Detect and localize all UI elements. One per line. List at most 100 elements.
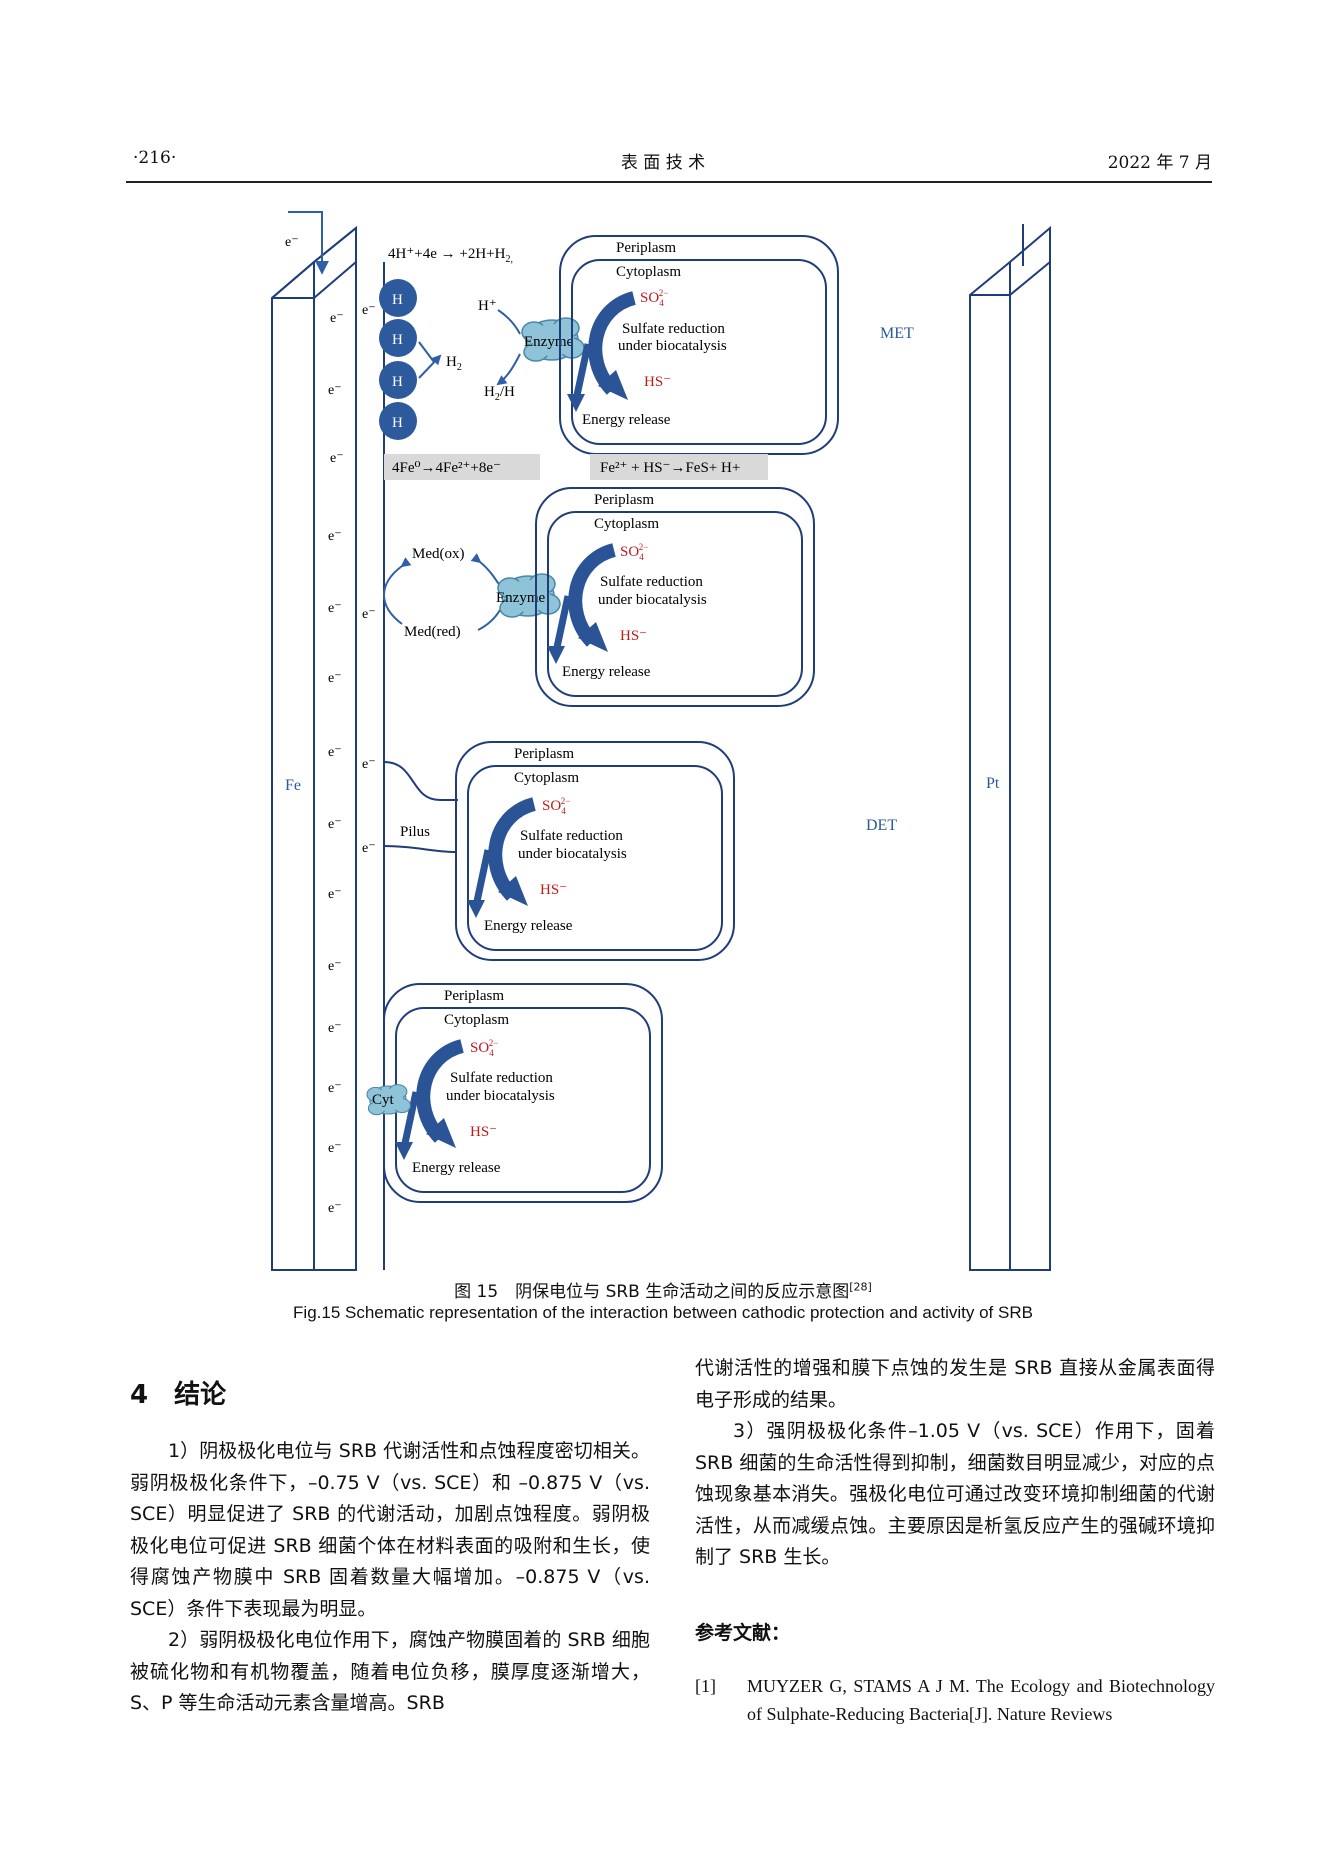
svg-text:Periplasm: Periplasm: [594, 492, 654, 508]
det-label: DET: [866, 817, 897, 834]
svg-text:SO42−: SO42−: [640, 288, 668, 308]
electron-label-input: e⁻: [285, 235, 299, 250]
h-merge-arrow-a: [418, 341, 435, 363]
h2-label: H2: [446, 354, 462, 373]
svg-text:e⁻: e⁻: [328, 383, 342, 398]
svg-text:Sulfate reduction: Sulfate reduction: [622, 321, 725, 337]
svg-text:HS⁻: HS⁻: [540, 882, 567, 898]
svg-text:SO42−: SO42−: [620, 542, 648, 562]
reaction-box-fe: [384, 454, 540, 480]
svg-text:HS⁻: HS⁻: [470, 1124, 497, 1140]
svg-text:Periplasm: Periplasm: [444, 988, 504, 1004]
svg-text:Cytoplasm: Cytoplasm: [616, 264, 681, 280]
h-plus-arrow: [497, 309, 521, 335]
svg-text:e⁻: e⁻: [328, 745, 342, 760]
svg-text:e⁻: e⁻: [362, 757, 376, 772]
reference-item: [1] MUYZER G, STAMS A J M. The Ecology a…: [695, 1672, 1215, 1728]
figure-caption-zh: 图 15 阴保电位与 SRB 生命活动之间的反应示意图[28]: [454, 1280, 872, 1302]
svg-text:SO42−: SO42−: [470, 1038, 498, 1058]
pilus-label: Pilus: [400, 824, 430, 840]
figure-15-diagram: Fe e⁻ e⁻ e⁻ e⁻ e⁻ e⁻ e⁻ e⁻ e⁻ e⁻ e⁻ e⁻ e…: [271, 211, 1051, 1271]
svg-text:Periplasm: Periplasm: [514, 746, 574, 762]
reaction-hydrogen: 4H⁺+4e → +2H+H2,: [388, 246, 513, 265]
header-rule: [126, 181, 1212, 183]
h-plus-label: H⁺: [478, 298, 497, 314]
svg-text:HS⁻: HS⁻: [644, 374, 671, 390]
svg-text:Cytoplasm: Cytoplasm: [514, 770, 579, 786]
svg-text:e⁻: e⁻: [362, 841, 376, 856]
svg-text:H: H: [392, 332, 403, 348]
paragraph-3: 3）强阴极极化条件–1.05 V（vs. SCE）作用下，固着 SRB 细菌的生…: [695, 1420, 1215, 1568]
svg-text:Energy release: Energy release: [484, 918, 573, 934]
enzyme-output-arrow: [496, 353, 521, 386]
electron-labels-fe: e⁻ e⁻ e⁻ e⁻ e⁻ e⁻ e⁻ e⁻ e⁻ e⁻ e⁻ e⁻ e⁻ e…: [328, 303, 376, 1216]
enzyme-label-1: Enzyme: [524, 334, 573, 350]
svg-text:under biocatalysis: under biocatalysis: [618, 338, 727, 354]
issue-date: 2022 年 7 月: [1107, 153, 1212, 173]
svg-text:e⁻: e⁻: [328, 529, 342, 544]
med-ox-label: Med(ox): [412, 546, 465, 562]
pt-label: Pt: [986, 775, 1000, 792]
svg-text:under biocatalysis: under biocatalysis: [518, 846, 627, 862]
cyt-label: Cyt: [372, 1092, 395, 1108]
pilus-line-2: [383, 845, 457, 853]
hydrogen-atoms: H H H H: [379, 279, 417, 440]
svg-text:e⁻: e⁻: [330, 311, 344, 326]
svg-text:e⁻: e⁻: [362, 607, 376, 622]
svg-text:under biocatalysis: under biocatalysis: [446, 1088, 555, 1104]
svg-text:Energy release: Energy release: [412, 1160, 501, 1176]
enzyme-label-2: Enzyme: [496, 590, 545, 606]
section-heading: 4 结论: [130, 1380, 227, 1410]
svg-text:H: H: [392, 374, 403, 390]
right-column: 代谢活性的增强和膜下点蚀的发生是 SRB 直接从金属表面得电子形成的结果。 3）…: [695, 1353, 1215, 1574]
svg-text:under biocatalysis: under biocatalysis: [598, 592, 707, 608]
cell-2: Periplasm Cytoplasm SO42− Sulfate reduct…: [535, 487, 815, 707]
electron-input-arrow: [288, 211, 329, 275]
svg-text:H: H: [392, 415, 403, 431]
met-label: MET: [880, 325, 914, 342]
page-number: ·216·: [133, 148, 177, 168]
svg-text:e⁻: e⁻: [328, 1081, 342, 1096]
reference-text: MUYZER G, STAMS A J M. The Ecology and B…: [747, 1676, 1215, 1724]
mediator-enzyme-arrow-a: [470, 553, 501, 587]
fe-electrode: [271, 225, 385, 1271]
svg-text:e⁻: e⁻: [328, 959, 342, 974]
h-merge-arrow-b: [418, 354, 442, 379]
mediator-cycle-arrow: [383, 557, 412, 625]
svg-text:HS⁻: HS⁻: [620, 628, 647, 644]
svg-text:e⁻: e⁻: [328, 1201, 342, 1216]
paragraph-1: 1）阴极极化电位与 SRB 代谢活性和点蚀程度密切相关。弱阴极极化条件下，–0.…: [130, 1440, 650, 1620]
paragraph-2-continued: 代谢活性的增强和膜下点蚀的发生是 SRB 直接从金属表面得电子形成的结果。: [695, 1357, 1215, 1411]
paragraph-2: 2）弱阴极极化电位作用下，腐蚀产物膜固着的 SRB 细胞被硫化物和有机物覆盖，随…: [130, 1629, 650, 1714]
svg-text:Sulfate reduction: Sulfate reduction: [600, 574, 703, 590]
med-red-label: Med(red): [404, 624, 461, 640]
cell-1: Periplasm Cytoplasm SO42− Sulfate reduct…: [559, 235, 839, 455]
caption-citation: [28]: [849, 1280, 872, 1294]
cell-3: Periplasm Cytoplasm SO42− Sulfate reduct…: [455, 741, 735, 961]
svg-text:SO42−: SO42−: [542, 796, 570, 816]
svg-text:H: H: [392, 292, 403, 308]
left-column: 1）阴极极化电位与 SRB 代谢活性和点蚀程度密切相关。弱阴极极化条件下，–0.…: [130, 1436, 650, 1720]
fe-label: Fe: [285, 777, 301, 794]
svg-text:e⁻: e⁻: [330, 451, 344, 466]
references-heading: 参考文献：: [695, 1622, 791, 1644]
svg-text:e⁻: e⁻: [328, 671, 342, 686]
svg-text:Periplasm: Periplasm: [616, 240, 676, 256]
cell-4: Periplasm Cytoplasm SO42− Sulfate reduct…: [383, 983, 663, 1203]
svg-text:Energy release: Energy release: [582, 412, 671, 428]
svg-text:Energy release: Energy release: [562, 664, 651, 680]
svg-text:Cytoplasm: Cytoplasm: [594, 516, 659, 532]
svg-text:Cytoplasm: Cytoplasm: [444, 1012, 509, 1028]
svg-text:Sulfate reduction: Sulfate reduction: [450, 1070, 553, 1086]
svg-text:e⁻: e⁻: [328, 817, 342, 832]
journal-title: 表 面 技 术: [620, 153, 706, 173]
h2-h-label: H2/H: [484, 384, 515, 403]
reaction-fe-oxidation: 4Fe⁰→4Fe²⁺+8e⁻: [392, 460, 501, 476]
figure-caption-en: Fig.15 Schematic representation of the i…: [293, 1303, 1033, 1322]
svg-text:e⁻: e⁻: [362, 303, 376, 318]
svg-text:e⁻: e⁻: [328, 887, 342, 902]
svg-text:e⁻: e⁻: [328, 1021, 342, 1036]
reaction-box-fes: [590, 454, 768, 480]
svg-text:e⁻: e⁻: [328, 1141, 342, 1156]
pilus-line-1: [383, 761, 458, 801]
